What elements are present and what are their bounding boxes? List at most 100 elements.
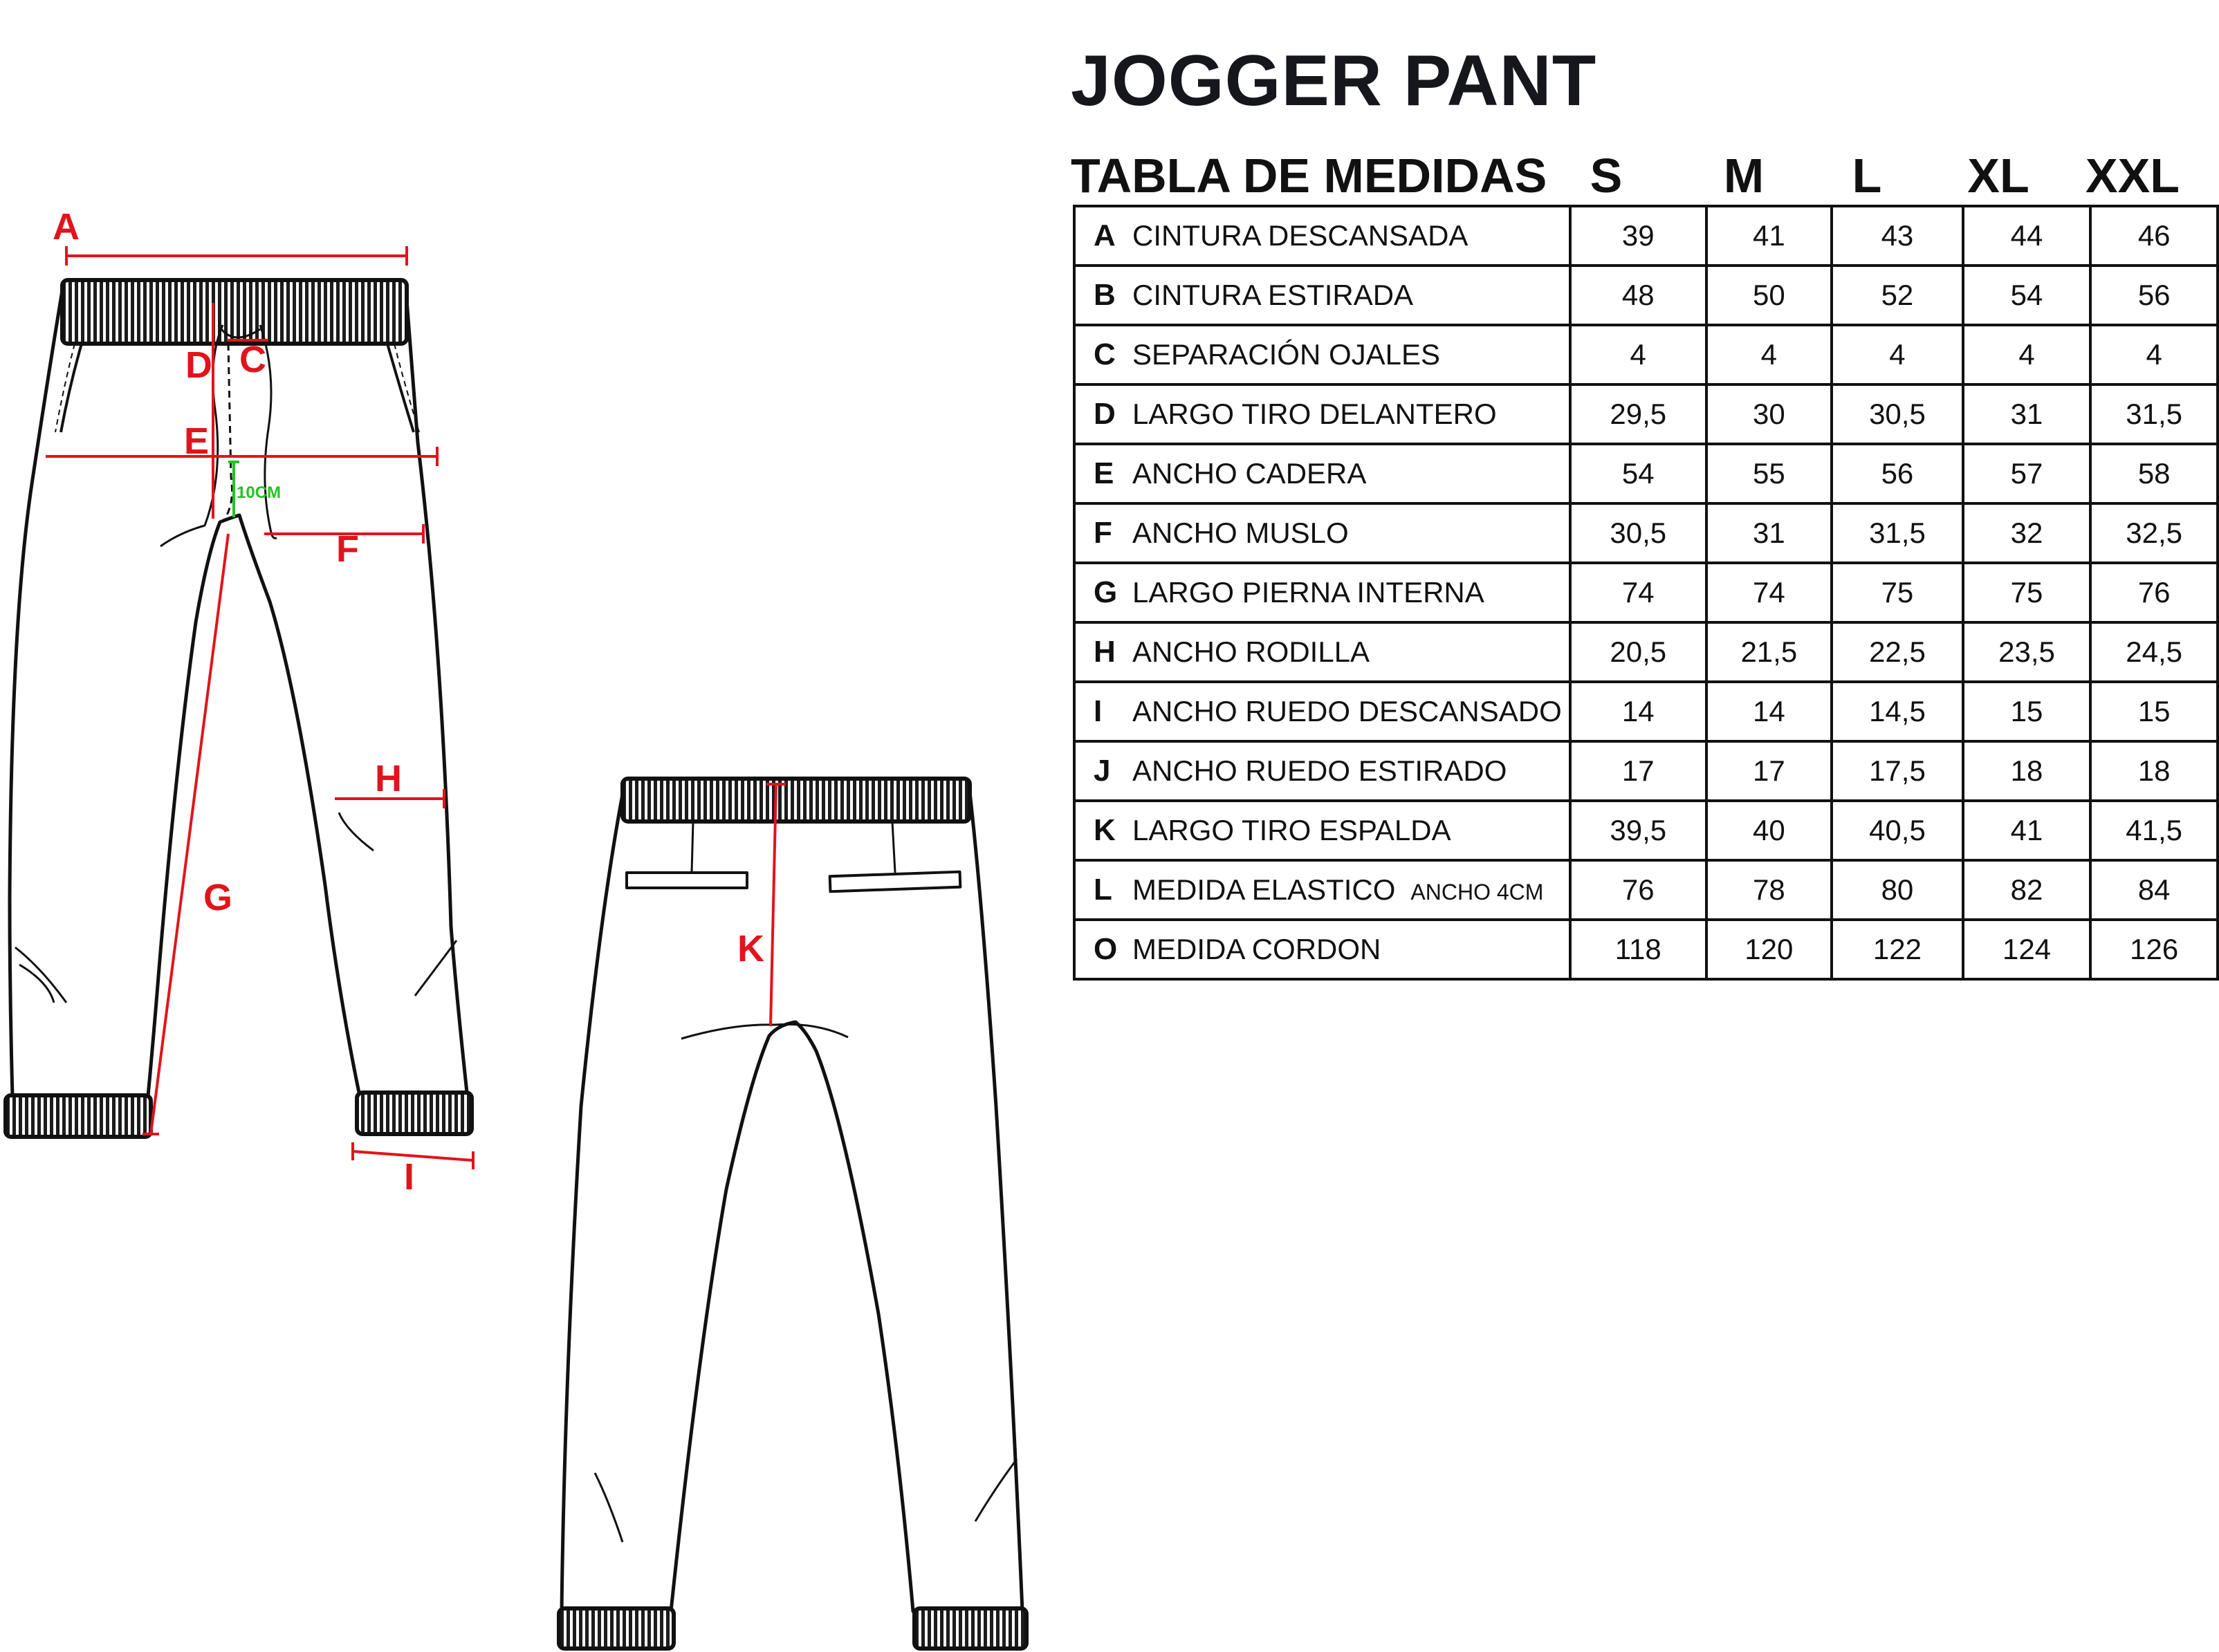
measure-label: ANCHO RUEDO DESCANSADO	[1132, 695, 1562, 727]
measure-value: 21,5	[1704, 621, 1834, 683]
size-header-l: L	[1852, 149, 1882, 203]
measure-value: 40,5	[1830, 799, 1964, 862]
measure-label: MEDIDA ELASTICO	[1132, 873, 1396, 906]
measure-code: G	[1094, 575, 1118, 609]
measure-code: I	[1094, 694, 1103, 728]
measure-description: E ANCHO CADERA	[1073, 443, 1572, 505]
measure-value: 75	[1961, 562, 2092, 624]
label-I: I	[404, 1156, 414, 1198]
measure-value: 15	[1961, 680, 2092, 743]
measure-code: H	[1094, 635, 1116, 669]
table-heading-row: TABLA DE MEDIDAS S M L XL XXL	[1071, 148, 2219, 207]
measure-value: 75	[1830, 562, 1964, 624]
front-measurements	[46, 246, 475, 1169]
measure-label: ANCHO RUEDO ESTIRADO	[1132, 754, 1507, 787]
measure-value: 57	[1961, 443, 2092, 505]
measure-value: 56	[2089, 264, 2219, 326]
measure-description: C SEPARACIÓN OJALES	[1073, 324, 1572, 386]
ten-cm-marker	[228, 461, 239, 517]
measure-value: 4	[1704, 324, 1834, 386]
measure-description: I ANCHO RUEDO DESCANSADO	[1073, 680, 1572, 743]
measure-value: 76	[1568, 859, 1708, 921]
front-pocket-left	[59, 343, 83, 433]
measure-code: L	[1094, 873, 1112, 907]
measure-code: C	[1094, 337, 1116, 371]
label-K: K	[737, 928, 764, 969]
label-D: D	[185, 344, 212, 386]
label-E: E	[184, 420, 209, 462]
measure-value: 17	[1568, 740, 1708, 802]
measure-value: 76	[2089, 562, 2219, 624]
measure-value: 17	[1704, 740, 1834, 802]
measure-value: 120	[1704, 918, 1834, 981]
measure-label: LARGO TIRO DELANTERO	[1132, 398, 1497, 430]
size-header-m: M	[1723, 149, 1765, 203]
measure-value: 4	[1830, 324, 1964, 386]
front-pant-outline	[8, 280, 469, 1098]
measure-value: 41	[1961, 799, 2092, 862]
front-cuff-right	[355, 1090, 474, 1136]
measure-value: 126	[2089, 918, 2219, 981]
back-pocket-right	[828, 870, 962, 893]
measure-value: 80	[1830, 859, 1964, 921]
measure-value: 118	[1568, 918, 1708, 981]
back-pocket-left	[625, 871, 748, 889]
size-header-xxl: XXL	[2085, 149, 2180, 203]
back-measurements	[766, 783, 786, 1027]
measure-value: 31,5	[1830, 502, 1964, 564]
ten-cm-label: 10CM	[237, 483, 281, 502]
measure-value: 30,5	[1830, 383, 1964, 445]
measure-value: 14	[1704, 680, 1834, 743]
measure-label: MEDIDA CORDON	[1132, 933, 1381, 965]
measure-value: 32	[1961, 502, 2092, 564]
measure-label: CINTURA ESTIRADA	[1132, 279, 1414, 311]
measure-value: 4	[2089, 324, 2219, 386]
measure-value: 23,5	[1961, 621, 2092, 683]
measure-value: 15	[2089, 680, 2219, 743]
front-fly	[221, 343, 233, 523]
measure-value: 39	[1568, 205, 1708, 267]
measure-value: 29,5	[1568, 383, 1708, 445]
measure-code: D	[1094, 397, 1116, 431]
measure-value: 44	[1961, 205, 2092, 267]
measure-label: ANCHO CADERA	[1132, 457, 1367, 490]
measure-value: 17,5	[1830, 740, 1964, 802]
measure-code: E	[1094, 456, 1114, 490]
measure-value: 20,5	[1568, 621, 1708, 683]
size-header-s: S	[1590, 149, 1623, 203]
label-A: A	[53, 206, 80, 248]
measure-value: 82	[1961, 859, 2092, 921]
measure-value: 74	[1568, 562, 1708, 624]
measure-label: LARGO TIRO ESPALDA	[1132, 814, 1451, 846]
measure-value: 30	[1704, 383, 1834, 445]
table-heading: TABLA DE MEDIDAS	[1071, 149, 1547, 203]
measure-label: SEPARACIÓN OJALES	[1132, 338, 1441, 371]
measure-value: 30,5	[1568, 502, 1708, 564]
measure-value: 74	[1704, 562, 1834, 624]
measure-value: 24,5	[2089, 621, 2219, 683]
measure-value: 39,5	[1568, 799, 1708, 862]
label-H: H	[375, 758, 402, 799]
measure-label: ANCHO RODILLA	[1132, 635, 1370, 668]
measure-code: A	[1094, 219, 1116, 252]
measure-value: 14,5	[1830, 680, 1964, 743]
measure-value: 41,5	[2089, 799, 2219, 862]
measure-value: 124	[1961, 918, 2092, 981]
measure-description: D LARGO TIRO DELANTERO	[1073, 383, 1572, 445]
